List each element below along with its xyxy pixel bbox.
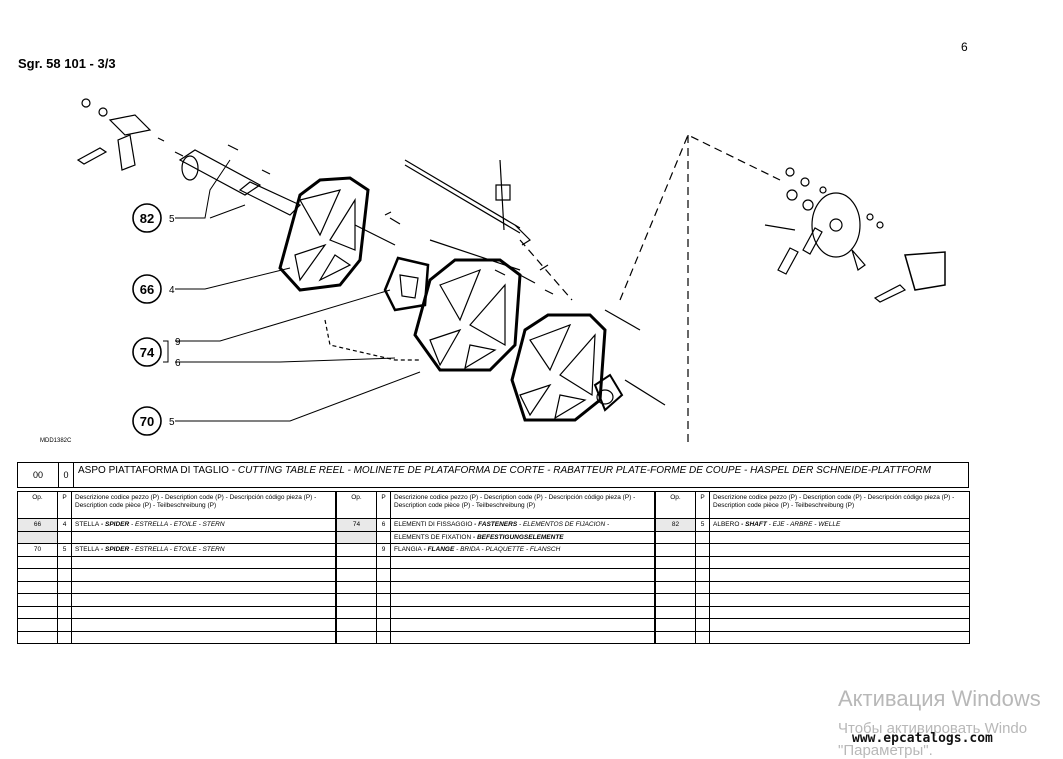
- callout-82: 82: [140, 211, 154, 226]
- col-desc: Descrizione codice pezzo (P) - Descripti…: [390, 491, 655, 519]
- callout-70: 70: [140, 414, 154, 429]
- activation-watermark-text: Чтобы активировать Windo: [838, 720, 1028, 737]
- activation-watermark-title: Активация Windows: [838, 686, 1041, 711]
- table-row: 70 5 STELLA - SPIDER - ESTRELLA - ETOILE…: [17, 543, 336, 557]
- callout-70-qty: 5: [169, 417, 175, 428]
- table-row: 82 5 ALBERO - SHAFT - EJE - ARBRE - WELL…: [655, 518, 970, 532]
- table-row: 74 6 ELEMENTI DI FISSAGGIO - FASTENERS -…: [336, 518, 655, 532]
- table-row: 66 4 STELLA - SPIDER - ESTRELLA - ETOILE…: [17, 518, 336, 532]
- callout-74-qty-a: 9: [175, 337, 181, 348]
- table-row: 9 FLANGIA - FLANGE - BRIDA - PLAQUETTE -…: [336, 543, 655, 557]
- col-op: Op.: [336, 491, 377, 519]
- right-hub-assembly: [764, 167, 946, 303]
- site-url[interactable]: www.epcatalogs.com: [852, 731, 993, 746]
- callout-74: 74: [140, 345, 155, 360]
- parts-table-1: Op. P Descrizione codice pezzo (P) - Des…: [17, 491, 336, 644]
- col-p: P: [376, 491, 391, 519]
- parts-table-3: Op. P Descrizione codice pezzo (P) - Des…: [655, 491, 970, 644]
- callout-66-qty: 4: [169, 285, 175, 296]
- col-op: Op.: [17, 491, 58, 519]
- header-group: 00: [18, 463, 59, 487]
- header-pos: 0: [59, 463, 74, 487]
- col-desc: Descrizione codice pezzo (P) - Descripti…: [709, 491, 970, 519]
- table-row: ELEMENTS DE FIXATION - BEFESTIGUNGSELEME…: [336, 530, 655, 544]
- title-main: ASPO PIATTAFORMA DI TAGLIO -: [78, 465, 238, 476]
- col-p: P: [695, 491, 710, 519]
- spider-right: [510, 313, 607, 422]
- spider-66: [278, 176, 370, 292]
- callout-74-qty-b: 6: [175, 358, 181, 369]
- group-reference: Sgr. 58 101 - 3/3: [18, 56, 116, 71]
- table-row: [17, 530, 336, 544]
- callout-82-qty: 5: [169, 214, 175, 225]
- col-p: P: [57, 491, 72, 519]
- spider-70: [413, 258, 522, 372]
- callout-66: 66: [140, 282, 154, 297]
- group-header: 00 0 ASPO PIATTAFORMA DI TAGLIO - CUTTIN…: [17, 462, 969, 488]
- parts-table-2: Op. P Descrizione codice pezzo (P) - Des…: [336, 491, 655, 644]
- flange-74: [383, 256, 430, 312]
- header-title: ASPO PIATTAFORMA DI TAGLIO - CUTTING TAB…: [74, 463, 968, 487]
- title-italic: CUTTING TABLE REEL - MOLINETE DE PLATAFO…: [237, 465, 931, 476]
- page-number: 6: [961, 40, 968, 54]
- col-op: Op.: [655, 491, 696, 519]
- drawing-code: MDD1382C: [40, 438, 72, 444]
- exploded-view-drawing: 82 66 74 70 5 4 9 6 5: [76, 98, 946, 445]
- col-desc: Descrizione codice pezzo (P) - Descripti…: [71, 491, 336, 519]
- shaft-part: [178, 149, 262, 196]
